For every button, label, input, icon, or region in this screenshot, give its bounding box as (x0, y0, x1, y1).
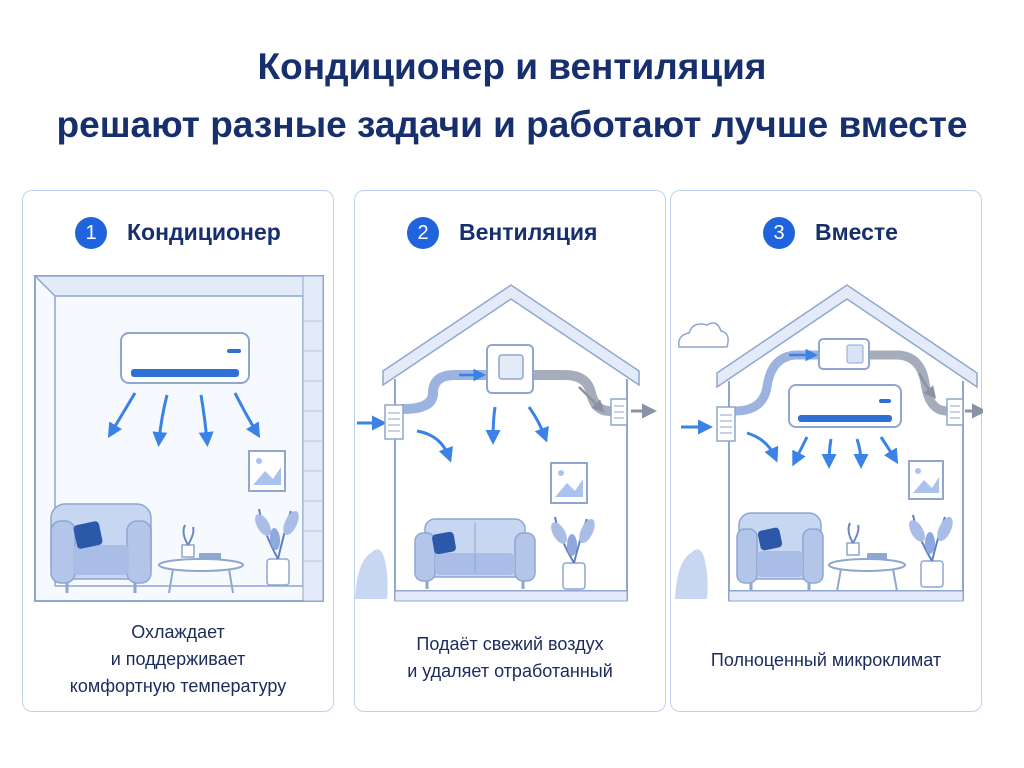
small-plant (846, 522, 860, 556)
step-number-badge: 2 (407, 217, 439, 249)
armchair (736, 512, 824, 591)
card-caption: Подаёт свежий воздух и удаляет отработан… (355, 631, 665, 685)
floor-plant (255, 508, 299, 586)
card-caption: Полноценный микроклимат (671, 647, 981, 674)
step-number-badge: 3 (763, 217, 795, 249)
card-title: Вентиляция (459, 219, 598, 245)
step-number-badge: 1 (75, 217, 107, 249)
card-together: 3 Вместе (670, 190, 983, 712)
exhaust-vent (946, 398, 964, 426)
floor-plant (909, 514, 953, 588)
exhaust-vent (610, 398, 628, 426)
combined-house-illustration (675, 284, 983, 602)
caption-line: и удаляет отработанный (407, 661, 613, 681)
coffee-table (828, 553, 906, 592)
caption-line: Полноценный микроклимат (710, 650, 942, 670)
card-header: 3 Вместе (671, 213, 981, 253)
page-title: Кондиционер и вентиляция решают разные з… (0, 38, 1024, 154)
outdoor-bush (355, 549, 388, 599)
wall-picture (248, 450, 286, 492)
cold-airflow-arrows (107, 392, 261, 447)
card-caption: Охлаждает и поддерживает комфортную темп… (23, 619, 333, 700)
sofa (414, 518, 536, 589)
card-header: 1 Кондиционер (23, 213, 333, 253)
coffee-table (158, 553, 244, 594)
armchair (50, 503, 152, 593)
supply-vent (716, 406, 736, 442)
caption-line: комфортную температуру (69, 676, 287, 696)
page-title-line-2: решают разные задачи и работают лучше вм… (56, 104, 968, 145)
supply-vent (384, 404, 404, 440)
card-title: Кондиционер (127, 219, 281, 245)
cloud-icon (677, 322, 729, 348)
card-air-conditioner: 1 Кондиционер (22, 190, 334, 712)
outdoor-bush (675, 549, 708, 599)
caption-line: Подаёт свежий воздух (416, 634, 604, 654)
ventilation-house-illustration (355, 284, 657, 602)
duct-flow-arrows (789, 348, 937, 399)
air-conditioner-room-illustration (33, 275, 325, 602)
mixed-airflow-arrows (746, 431, 899, 469)
card-header: 2 Вентиляция (355, 213, 665, 253)
wall-picture (550, 462, 588, 504)
page-title-line-1: Кондиционер и вентиляция (257, 46, 767, 87)
small-plant (181, 524, 195, 558)
card-ventilation: 2 Вентиляция (354, 190, 666, 712)
air-conditioner-unit (788, 384, 902, 428)
floor-plant (551, 516, 595, 590)
fresh-air-arrows (416, 406, 549, 463)
ventilation-unit (818, 338, 870, 370)
card-title: Вместе (815, 219, 898, 245)
caption-line: и поддерживает (110, 649, 246, 669)
wall-picture (908, 460, 944, 500)
air-conditioner-unit (120, 332, 250, 384)
ventilation-unit (486, 344, 534, 394)
caption-line: Охлаждает (131, 622, 225, 642)
duct-flow-arrows (459, 368, 605, 413)
